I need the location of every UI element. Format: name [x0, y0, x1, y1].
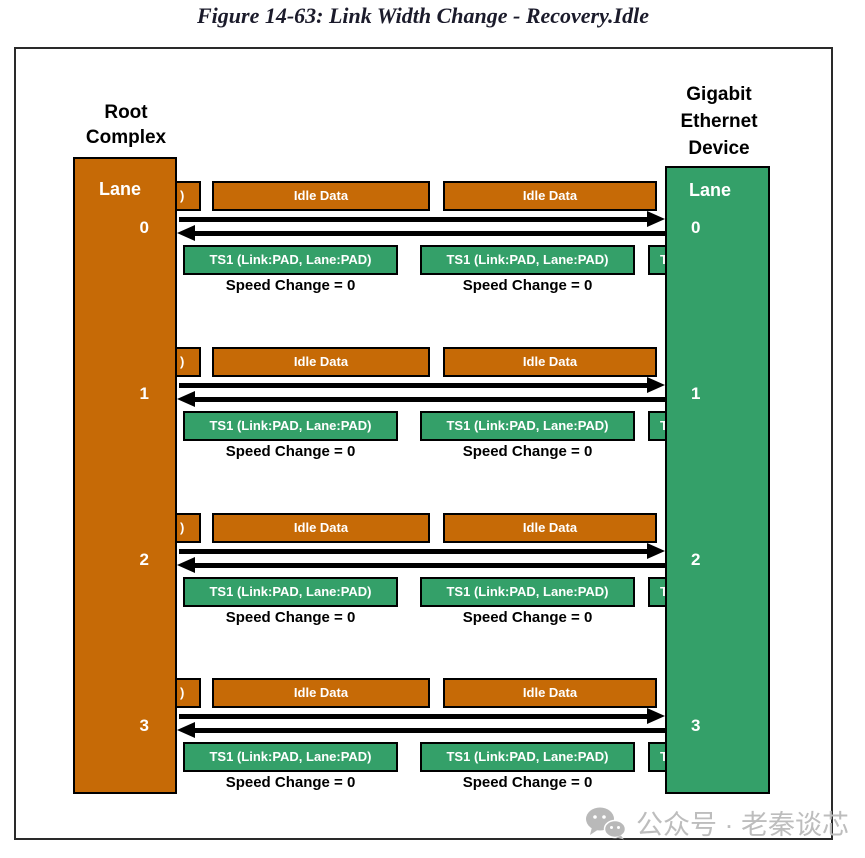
idle-data-box: Idle Data — [443, 181, 657, 211]
root-complex-label: Root Complex — [46, 100, 206, 150]
lane-number: 3 — [691, 716, 701, 735]
ts1-box: TS1 (Link:PAD, Lane:PAD) — [183, 245, 398, 275]
idle-data-box: Idle Data — [212, 347, 430, 377]
device-label-line: Ethernet — [680, 111, 758, 132]
tx-arrow-shaft — [179, 217, 648, 222]
rx-arrowhead-icon — [177, 557, 195, 573]
lane-row-2: ) Idle Data Idle Data TS1 (Link:PAD, Lan… — [0, 513, 865, 633]
rx-arrow-shaft — [195, 397, 665, 402]
ts1-box: TS1 (Link:PAD, Lane:PAD) — [420, 742, 635, 772]
ts1-fragment-right: T — [648, 245, 668, 275]
device-label-line: Gigabit — [686, 84, 752, 105]
idle-data-box: Idle Data — [212, 513, 430, 543]
lane-row-1: ) Idle Data Idle Data TS1 (Link:PAD, Lan… — [0, 347, 865, 467]
speed-change-label: Speed Change = 0 — [462, 443, 593, 460]
ts1-fragment-right: T — [648, 742, 668, 772]
lane-header-label: Lane — [689, 180, 732, 200]
tx-arrow-shaft — [179, 714, 648, 719]
tx-arrowhead-icon — [647, 211, 665, 227]
speed-change-label: Speed Change = 0 — [225, 609, 356, 626]
idle-data-fragment-left: ) — [177, 513, 201, 543]
lane-number: 3 — [139, 716, 149, 735]
rx-arrow-shaft — [195, 728, 665, 733]
idle-data-box: Idle Data — [443, 678, 657, 708]
ts1-box: TS1 (Link:PAD, Lane:PAD) — [183, 411, 398, 441]
lane-number: 1 — [691, 384, 701, 403]
gigabit-ethernet-device-label: Gigabit Ethernet Device — [639, 81, 799, 162]
device-label-line: Device — [688, 138, 750, 159]
idle-data-box: Idle Data — [443, 347, 657, 377]
idle-data-box: Idle Data — [443, 513, 657, 543]
rx-arrowhead-icon — [177, 722, 195, 738]
ts1-fragment-right: T — [648, 577, 668, 607]
idle-data-box: Idle Data — [212, 181, 430, 211]
tx-arrow-shaft — [179, 383, 648, 388]
speed-change-label: Speed Change = 0 — [462, 277, 593, 294]
ethernet-device-lane-bar: Lane 0 1 2 3 — [665, 166, 770, 794]
lane-row-3: ) Idle Data Idle Data TS1 (Link:PAD, Lan… — [0, 678, 865, 798]
lane-number: 0 — [691, 218, 701, 237]
rx-arrow-shaft — [195, 231, 665, 236]
watermark-text: 公众号 · 老秦谈芯 — [636, 810, 849, 840]
rx-arrowhead-icon — [177, 391, 195, 407]
watermark: 公众号 · 老秦谈芯 — [585, 803, 849, 842]
lane-header-label: Lane — [99, 179, 142, 199]
lane-row-0: ) Idle Data Idle Data TS1 (Link:PAD, Lan… — [0, 181, 865, 301]
idle-data-box: Idle Data — [212, 678, 430, 708]
ts1-box: TS1 (Link:PAD, Lane:PAD) — [183, 577, 398, 607]
speed-change-label: Speed Change = 0 — [462, 774, 593, 791]
rx-arrowhead-icon — [177, 225, 195, 241]
root-complex-lane-bar: Lane 0 1 2 3 — [73, 157, 177, 794]
wechat-icon — [586, 807, 627, 839]
ts1-box: TS1 (Link:PAD, Lane:PAD) — [420, 245, 635, 275]
tx-arrowhead-icon — [647, 708, 665, 724]
idle-data-fragment-left: ) — [177, 181, 201, 211]
root-complex-label-line: Complex — [85, 127, 167, 148]
root-complex-label-line: Root — [104, 102, 148, 123]
speed-change-label: Speed Change = 0 — [225, 277, 356, 294]
ts1-fragment-right: T — [648, 411, 668, 441]
rx-arrow-shaft — [195, 563, 665, 568]
speed-change-label: Speed Change = 0 — [462, 609, 593, 626]
tx-arrowhead-icon — [647, 543, 665, 559]
lane-number: 2 — [691, 550, 701, 569]
tx-arrowhead-icon — [647, 377, 665, 393]
ts1-box: TS1 (Link:PAD, Lane:PAD) — [420, 577, 635, 607]
speed-change-label: Speed Change = 0 — [225, 443, 356, 460]
idle-data-fragment-left: ) — [177, 347, 201, 377]
lane-number: 0 — [139, 218, 149, 237]
lane-number: 1 — [139, 384, 149, 403]
ts1-box: TS1 (Link:PAD, Lane:PAD) — [183, 742, 398, 772]
tx-arrow-shaft — [179, 549, 648, 554]
speed-change-label: Speed Change = 0 — [225, 774, 356, 791]
figure-title: Figure 14-63: Link Width Change - Recove… — [196, 3, 649, 28]
lane-number: 2 — [139, 550, 149, 569]
idle-data-fragment-left: ) — [177, 678, 201, 708]
ts1-box: TS1 (Link:PAD, Lane:PAD) — [420, 411, 635, 441]
